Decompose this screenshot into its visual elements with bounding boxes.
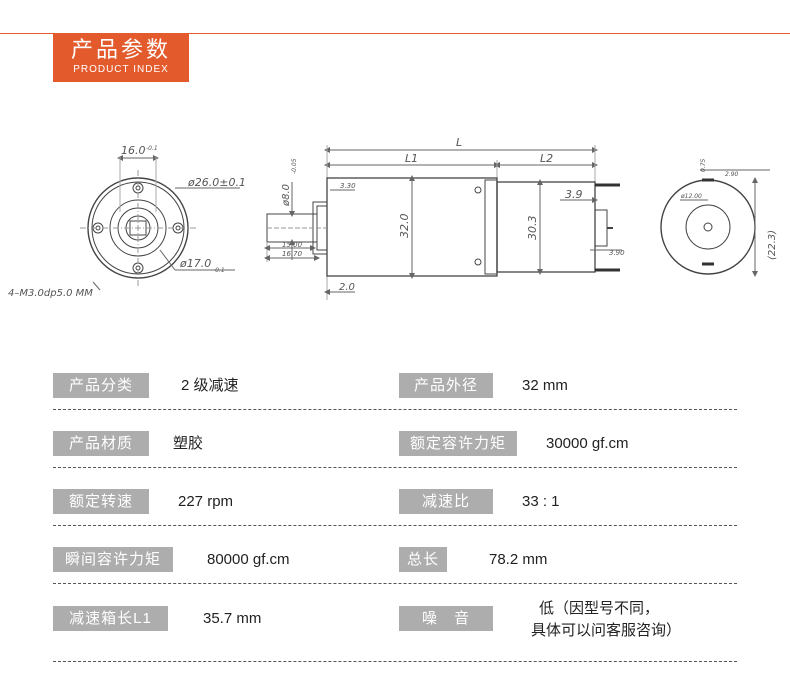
row-divider bbox=[53, 661, 737, 662]
dim-total-length: L bbox=[456, 136, 462, 149]
param-row: 减速箱长L1 35.7 mm 噪 音 低（因型号不同， 具体可以问客服咨询） bbox=[53, 584, 737, 662]
dim-2-90: 2.90 bbox=[725, 171, 739, 178]
param-label: 产品材质 bbox=[53, 431, 149, 456]
param-value: 80000 gf.cm bbox=[207, 551, 290, 568]
param-value-line: 具体可以问客服咨询） bbox=[531, 622, 682, 639]
param-row: 额定转速 227 rpm 减速比 33 : 1 bbox=[53, 468, 737, 526]
param-value-noise: 低（因型号不同， 具体可以问客服咨询） bbox=[531, 598, 681, 642]
param-label: 额定容许力矩 bbox=[399, 431, 517, 456]
dim-15-00: 15.00 bbox=[282, 241, 303, 249]
rear-view bbox=[660, 169, 770, 277]
dim-22-3: (22.3) bbox=[767, 230, 778, 260]
param-value: 32 mm bbox=[522, 377, 568, 394]
header-rule bbox=[0, 33, 790, 34]
param-label: 瞬间容许力矩 bbox=[53, 547, 173, 572]
param-value: 78.2 mm bbox=[489, 551, 548, 568]
dim-0-75: 0.75 bbox=[700, 158, 707, 172]
param-value: 33 : 1 bbox=[522, 493, 560, 510]
param-row: 产品材质 塑胶 额定容许力矩 30000 gf.cm bbox=[53, 410, 737, 468]
dim-shaft-dia: ø8.0 bbox=[281, 184, 292, 207]
param-value-line: 低（因型号不同， bbox=[539, 600, 660, 617]
param-label: 减速比 bbox=[399, 489, 493, 514]
param-value: 塑胶 bbox=[173, 435, 204, 452]
row-divider bbox=[53, 409, 737, 410]
dim-boss-tol: -0.1 bbox=[213, 267, 225, 274]
param-value: 30000 gf.cm bbox=[546, 435, 629, 452]
dim-gearbox-length: L1 bbox=[405, 152, 418, 165]
param-row: 瞬间容许力矩 80000 gf.cm 总长 78.2 mm bbox=[53, 526, 737, 584]
side-view bbox=[264, 145, 622, 300]
dim-boss-dia: ø17.0 bbox=[179, 257, 211, 270]
dim-12-00: ø12.00 bbox=[680, 193, 702, 200]
dim-outer-dia: ø26.0±0.1 bbox=[187, 176, 246, 189]
param-label: 产品外径 bbox=[399, 373, 493, 398]
param-label: 总长 bbox=[399, 547, 447, 572]
front-view bbox=[80, 155, 240, 291]
row-divider bbox=[53, 525, 737, 526]
dim-motor-dia: 30.3 bbox=[526, 216, 539, 241]
param-label: 额定转速 bbox=[53, 489, 149, 514]
param-value: 35.7 mm bbox=[203, 610, 262, 627]
row-divider bbox=[53, 583, 737, 584]
section-title: 产品参数 bbox=[70, 37, 171, 62]
param-label: 噪 音 bbox=[399, 606, 493, 631]
param-label: 产品分类 bbox=[53, 373, 149, 398]
dim-holes: 4–M3.0dp5.0 MM bbox=[8, 288, 93, 299]
technical-drawing: 16.0 -0.1 ø26.0±0.1 ø17.0 -0.1 4–M3.0dp5… bbox=[8, 136, 778, 300]
dim-3-90: 3.90 bbox=[609, 249, 625, 257]
dim-2-0: 2.0 bbox=[339, 282, 355, 293]
row-divider bbox=[53, 467, 737, 468]
dim-3-30: 3.30 bbox=[340, 182, 356, 190]
section-header: 产品参数 PRODUCT INDEX bbox=[53, 33, 189, 82]
dim-width: 16.0 bbox=[121, 144, 146, 157]
dim-width-tol: -0.1 bbox=[146, 145, 158, 152]
dim-shaft-tol: -0.05 bbox=[291, 158, 298, 174]
dim-3-9: 3.9 bbox=[565, 188, 583, 201]
param-value: 2 级减速 bbox=[181, 377, 239, 394]
section-subtitle: PRODUCT INDEX bbox=[73, 64, 169, 75]
param-row: 产品分类 2 级减速 产品外径 32 mm bbox=[53, 352, 737, 410]
dim-16-70: 16.70 bbox=[282, 250, 303, 258]
dim-gearbox-dia: 32.0 bbox=[398, 214, 411, 239]
param-label: 减速箱长L1 bbox=[53, 606, 168, 631]
dim-motor-length: L2 bbox=[540, 152, 553, 165]
param-value: 227 rpm bbox=[178, 493, 234, 510]
